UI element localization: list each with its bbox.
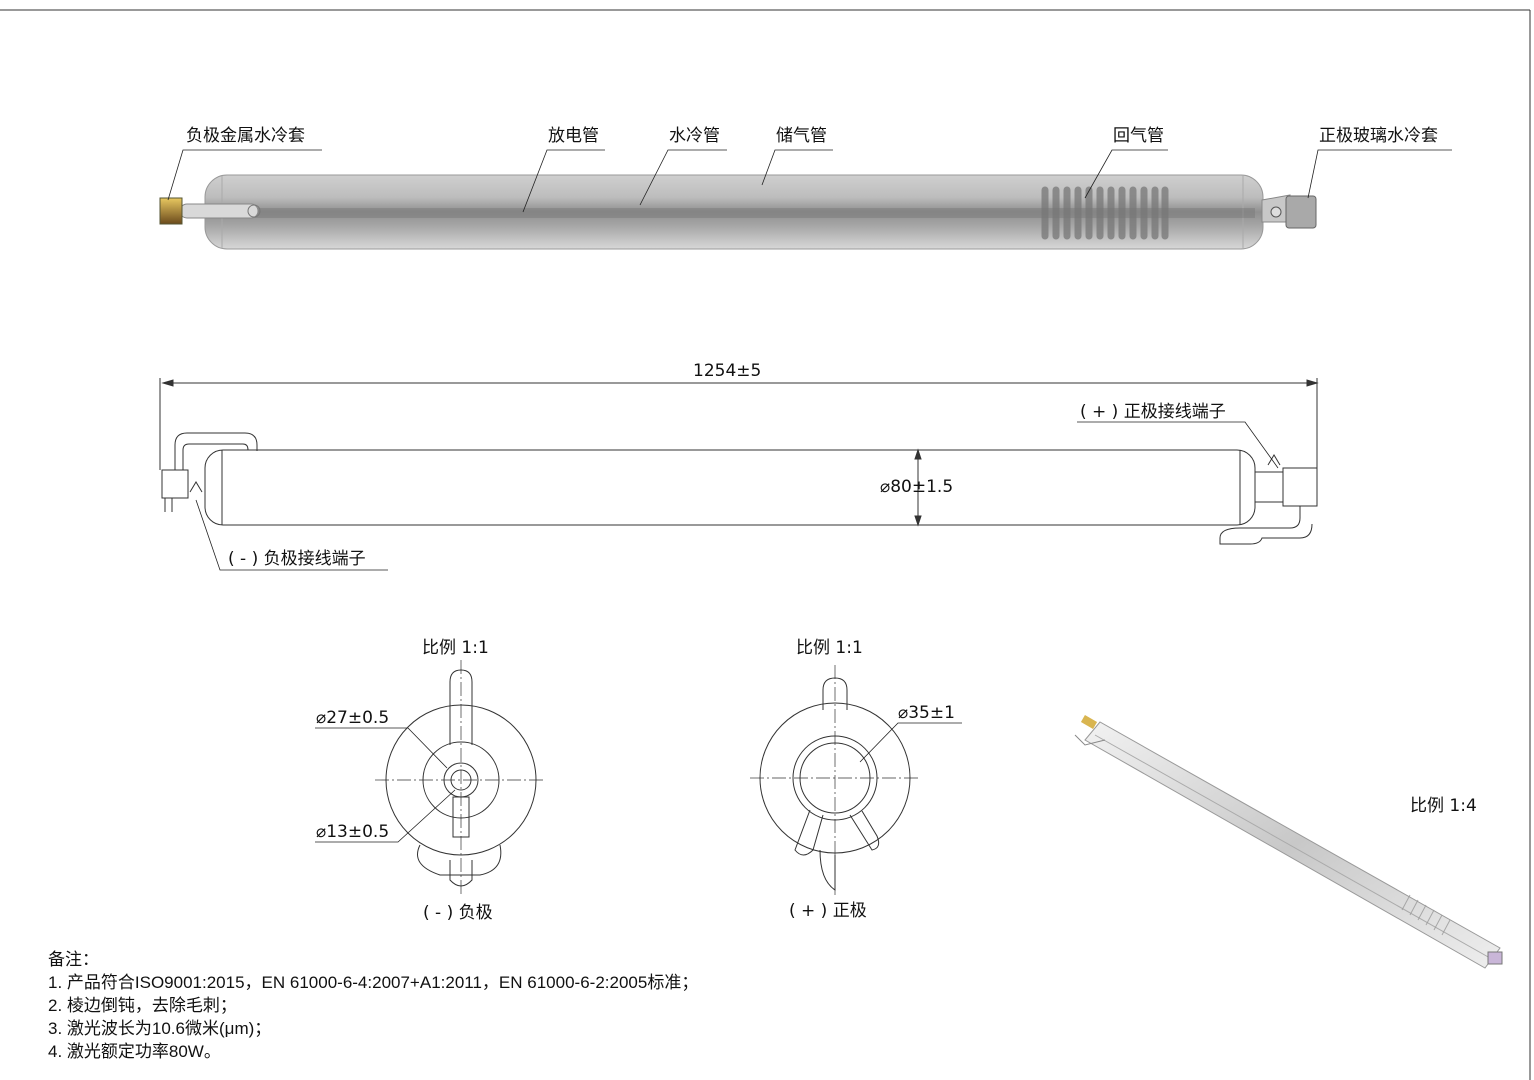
length-dimension: 1254±5 — [693, 361, 762, 381]
label-gas-return-tube: 回气管 — [1113, 126, 1164, 146]
gas-return-coil — [1041, 186, 1169, 240]
label-cathode-metal-jacket: 负极金属水冷套 — [186, 126, 305, 146]
cathode-view-caption: ( - ) 负极 — [423, 903, 493, 923]
top-tube — [159, 174, 1317, 250]
anode-view-caption: ( + ) 正极 — [789, 901, 867, 921]
label-discharge-tube: 放电管 — [548, 126, 599, 146]
anode-dim-leaders — [859, 722, 962, 763]
label-gas-storage-tube: 储气管 — [776, 126, 827, 146]
cathode-end-view — [375, 660, 545, 895]
label-anode-glass-jacket: 正极玻璃水冷套 — [1319, 126, 1438, 146]
label-water-cooling-tube: 水冷管 — [669, 126, 720, 146]
cathode-view-scale: 比例 1:1 — [422, 638, 489, 658]
cathode-dim-inner: ⌀13±0.5 — [316, 822, 390, 842]
iso-view-tube — [1074, 715, 1503, 969]
note-item: 1. 产品符合ISO9001:2015，EN 61000-6-4:2007+A1… — [48, 973, 699, 992]
anode-glass-fitting — [1285, 195, 1317, 229]
side-view — [159, 378, 1319, 545]
cathode-brass-fitting — [159, 197, 183, 225]
anode-view-scale: 比例 1:1 — [796, 638, 863, 658]
anode-end-view — [750, 665, 920, 895]
label-cathode-terminal: ( - ) 负极接线端子 — [228, 549, 366, 569]
notes-block: 备注： 1. 产品符合ISO9001:2015，EN 61000-6-4:200… — [48, 948, 698, 1063]
side-leaders — [195, 421, 1279, 571]
iso-view-scale: 比例 1:4 — [1410, 796, 1477, 816]
anode-dim: ⌀35±1 — [898, 703, 955, 723]
cathode-dim-leaders — [315, 727, 456, 843]
top-leaders — [167, 149, 1452, 213]
note-item: 4. 激光额定功率80W。 — [48, 1042, 221, 1061]
notes-title: 备注： — [48, 950, 99, 969]
cathode-dim-outer: ⌀27±0.5 — [316, 708, 390, 728]
diameter-dimension: ⌀80±1.5 — [880, 477, 954, 497]
label-anode-terminal: ( + ) 正极接线端子 — [1080, 402, 1226, 422]
note-item: 2. 棱边倒钝，去除毛刺； — [48, 996, 237, 1015]
note-item: 3. 激光波长为10.6微米(μm)； — [48, 1019, 272, 1038]
